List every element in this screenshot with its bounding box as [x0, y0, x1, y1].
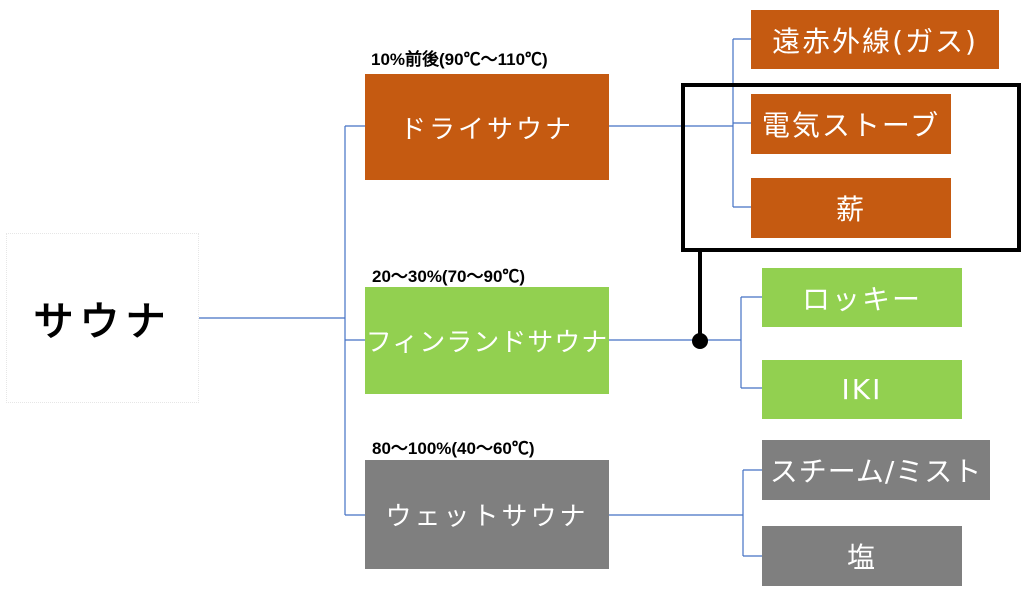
category-node-wet-sauna: ウェットサウナ [365, 460, 609, 569]
leaf-label: IKI [841, 373, 883, 406]
leaf-label: ロッキー [801, 282, 922, 316]
highlight-pointer-dot [692, 333, 708, 349]
category-label: ドライサウナ [399, 114, 574, 145]
leaf-node-far-infrared-gas: 遠赤外線(ガス) [751, 10, 999, 69]
root-node: サウナ [6, 233, 199, 403]
condition-finnish: 20〜30%(70〜90℃) [372, 267, 526, 286]
leaf-node-iki: IKI [762, 360, 962, 419]
category-node-dry-sauna: ドライサウナ [365, 74, 609, 180]
condition-dry: 10%前後(90℃〜110℃) [371, 50, 548, 69]
highlight-frame [681, 83, 1021, 252]
leaf-label: 遠赤外線(ガス) [772, 24, 978, 58]
condition-wet: 80〜100%(40〜60℃) [372, 439, 535, 458]
root-label: サウナ [33, 299, 172, 345]
leaf-node-electric-stove: 電気ストーブ [751, 94, 951, 154]
leaf-label: スチーム/ミスト [769, 455, 983, 488]
category-label: フィンランドサウナ [365, 328, 609, 358]
category-node-finnish-sauna: フィンランドサウナ [365, 287, 609, 394]
leaf-label: 薪 [835, 193, 866, 226]
leaf-node-rocky: ロッキー [762, 268, 962, 327]
leaf-node-salt: 塩 [762, 526, 962, 586]
leaf-node-steam-mist: スチーム/ミスト [762, 440, 990, 500]
leaf-label: 塩 [846, 541, 877, 574]
leaf-node-firewood: 薪 [751, 178, 951, 238]
category-label: ウェットサウナ [385, 502, 589, 532]
leaf-label: 電気ストーブ [761, 109, 941, 142]
